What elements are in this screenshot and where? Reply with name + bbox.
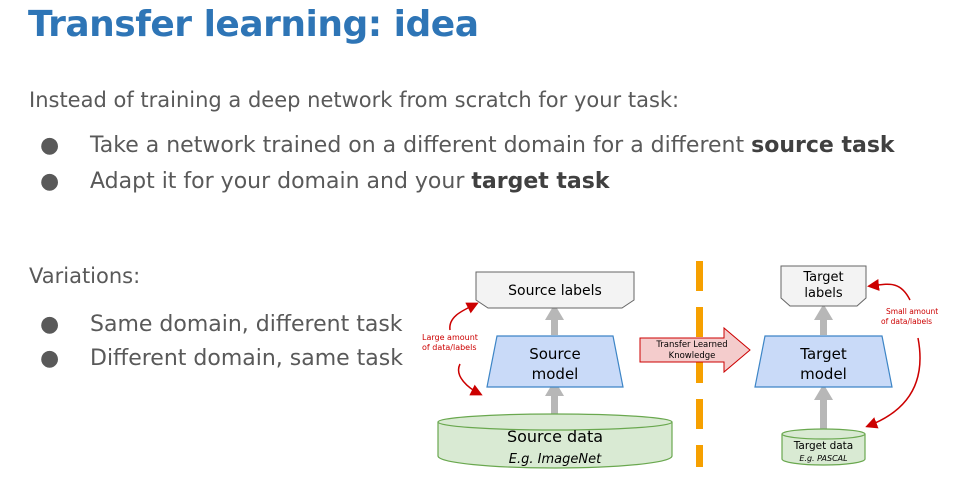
target-annotation-arrow-down: [865, 337, 921, 429]
target-data-line2: E.g. PASCAL: [799, 454, 847, 463]
source-annotation-line1: Large amount: [422, 333, 478, 342]
target-data-line1: Target data: [793, 440, 853, 452]
source-annotation-line2: of data/labels: [422, 343, 476, 352]
transfer-arrow: Transfer Learned Knowledge: [639, 326, 751, 374]
source-labels-text: Source labels: [508, 283, 602, 299]
source-labels-box: Source labels: [475, 271, 635, 309]
domain-divider: [696, 261, 703, 467]
target-labels-line1: Target: [802, 270, 843, 285]
transfer-line1: Transfer Learned: [655, 340, 727, 350]
source-model-line2: model: [532, 365, 579, 383]
bullet-dot-icon: ●: [40, 312, 60, 337]
bullet-dot-icon: ●: [40, 133, 60, 158]
target-labels-line2: labels: [804, 286, 842, 301]
variations-heading: Variations:: [29, 264, 141, 288]
source-model-line1: Source: [529, 345, 581, 363]
transfer-line2: Knowledge: [669, 351, 716, 361]
bullet-bold-text: source task: [751, 133, 895, 158]
target-connectors: [814, 304, 833, 432]
source-annotation-arrow-up: [449, 302, 479, 331]
bullet-dot-icon: ●: [40, 169, 60, 194]
target-model-box: Target model: [754, 335, 893, 388]
target-model-line2: model: [800, 365, 847, 383]
target-annotation-arrow-up: [867, 279, 911, 301]
intro-text: Instead of training a deep network from …: [29, 88, 680, 112]
transfer-learning-diagram: Source labels Source model Source data E…: [422, 261, 938, 469]
source-data-cylinder: Source data E.g. ImageNet: [437, 413, 673, 469]
source-data-line1: Source data: [507, 427, 603, 446]
source-data-line2: E.g. ImageNet: [509, 452, 602, 467]
variation-text: Different domain, same task: [90, 346, 403, 371]
target-annotation-line1: Small amount: [886, 307, 938, 316]
source-connectors: [545, 304, 564, 414]
bullet-text: Take a network trained on a different do…: [90, 133, 752, 158]
source-annotation-arrow-down: [457, 363, 483, 396]
source-model-box: Source model: [486, 335, 624, 388]
bullet-dot-icon: ●: [40, 346, 60, 371]
target-model-line1: Target: [799, 345, 847, 363]
bullet-text: Adapt it for your domain and your: [90, 169, 472, 194]
variation-text: Same domain, different task: [90, 312, 403, 337]
slide-title: Transfer learning: idea: [28, 4, 479, 45]
bullet-bold-text: target task: [471, 169, 610, 194]
target-labels-box: Target labels: [780, 265, 867, 307]
target-annotation-line2: of data/labels: [881, 317, 932, 326]
target-data-cylinder: Target data E.g. PASCAL: [781, 428, 866, 466]
